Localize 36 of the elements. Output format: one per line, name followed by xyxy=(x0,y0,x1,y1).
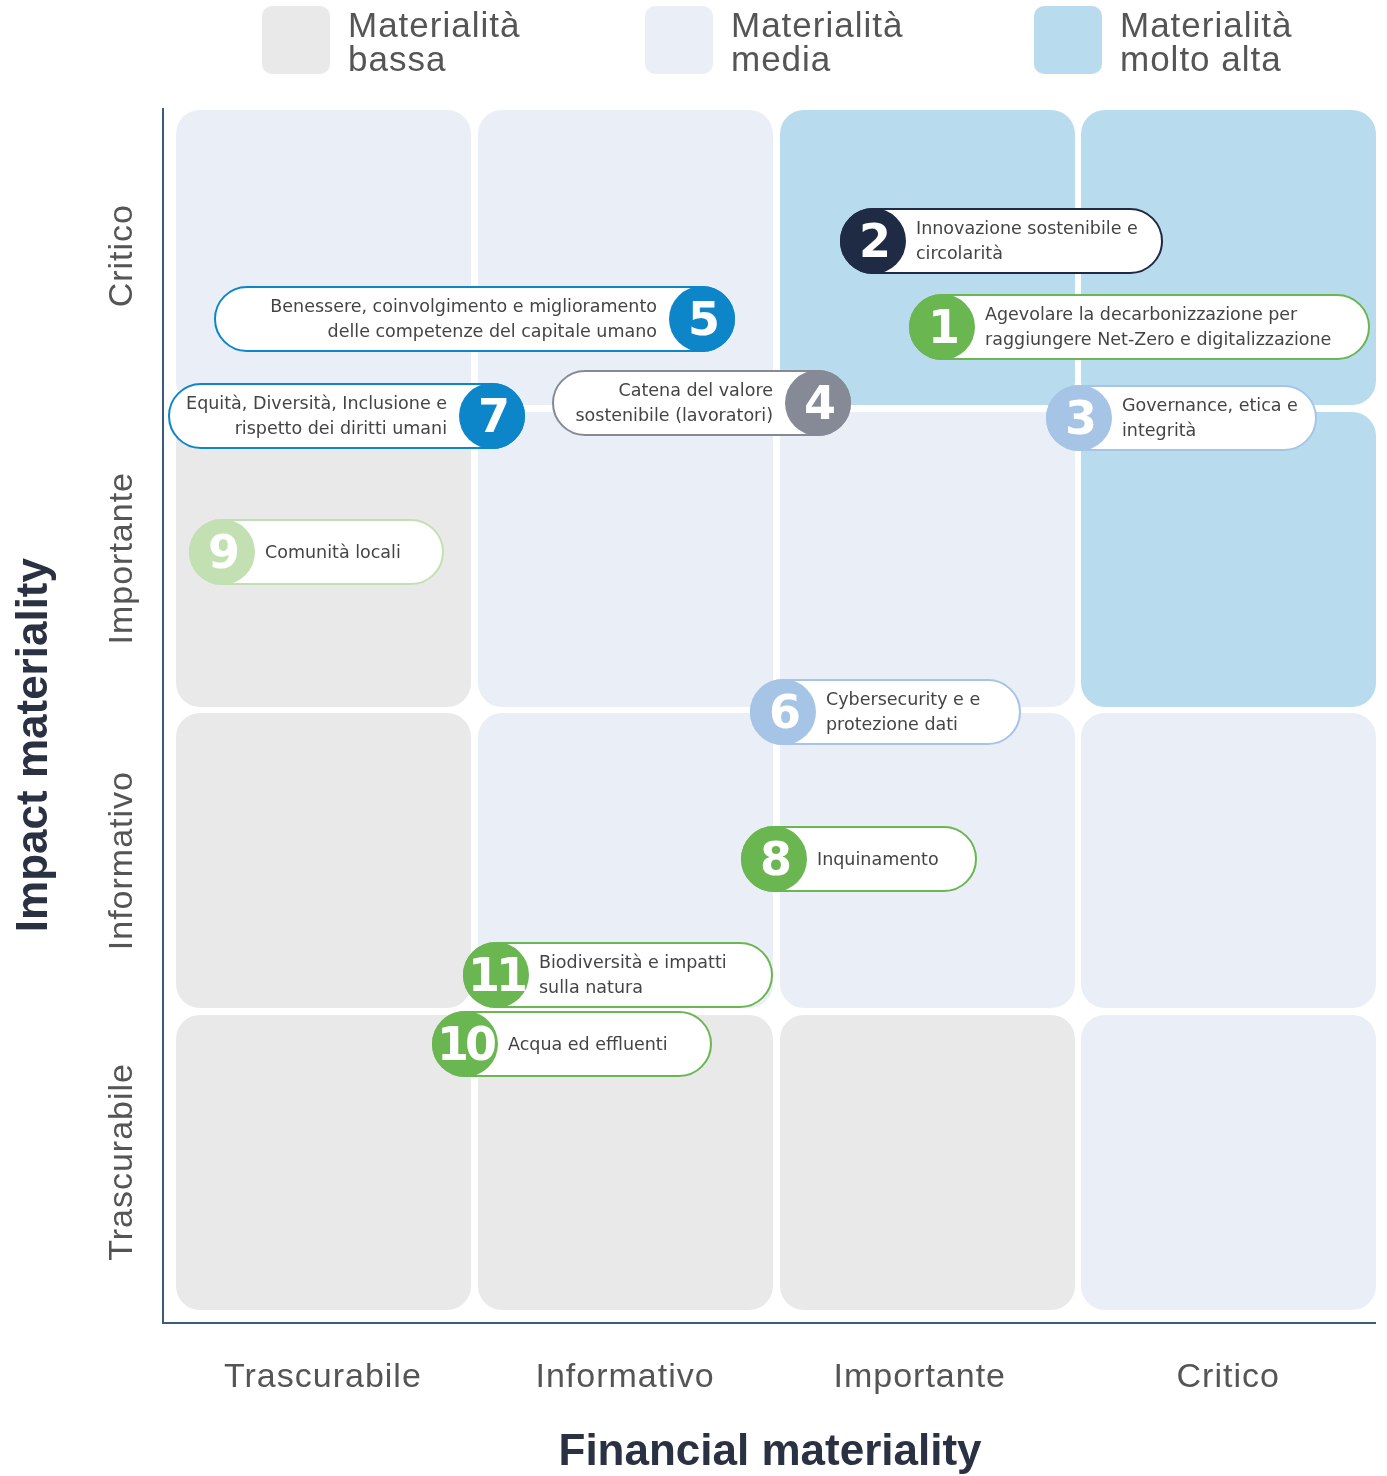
number-badge: 10 xyxy=(432,1011,498,1077)
axis-tick-label: Critico xyxy=(1176,1356,1280,1394)
topic-pill xyxy=(463,942,773,1008)
legend-label: Materialità bassa xyxy=(348,8,522,76)
number-badge: 3 xyxy=(1046,385,1112,451)
topic-label: Acqua ed effluenti xyxy=(508,1032,668,1056)
axis-tick-label: Trascurabile xyxy=(224,1356,422,1394)
number-badge: 6 xyxy=(750,679,816,745)
number-badge: 7 xyxy=(459,383,525,449)
axis-tick-label: Importante xyxy=(833,1356,1007,1394)
topic-label: Governance, etica e integrità xyxy=(1122,394,1299,442)
axis-tick-label: Critico xyxy=(101,203,139,307)
topic-label: Equità, Diversità, Inclusione e rispetto dei diritti umani xyxy=(185,392,447,440)
number-badge: 2 xyxy=(840,208,906,274)
axis-title: Financial materiality xyxy=(558,1426,982,1474)
topic-label: Catena del valore sostenibile (lavoratori) xyxy=(574,379,773,427)
legend-label: Materialità media xyxy=(731,8,905,76)
number-badge: 9 xyxy=(189,519,255,585)
axis-tick-label: Informativo xyxy=(101,770,139,950)
topic-label: Innovazione sostenibile e circolarità xyxy=(916,217,1139,265)
topic-label: Agevolare la decarbonizzazione per raggiungere Net-Zero e digitalizzazione xyxy=(985,303,1333,351)
topic-label: Benessere, coinvolgimento e miglioramento delle competenze del capitale umano xyxy=(269,295,657,343)
number-badge: 5 xyxy=(669,286,735,352)
number-badge: 1 xyxy=(909,294,975,360)
topic-label: Inquinamento xyxy=(817,847,939,871)
legend-label: Materialità molto alta xyxy=(1120,8,1294,76)
number-badge: 8 xyxy=(741,826,807,892)
number-badge: 11 xyxy=(463,942,529,1008)
axis-tick-label: Importante xyxy=(101,471,139,645)
number-badge: 4 xyxy=(785,370,851,436)
topic-label: Cybersecurity e e protezione dati xyxy=(826,688,982,736)
topic-label: Biodiversità e impatti sulla natura xyxy=(539,951,728,999)
axis-tick-label: Trascurabile xyxy=(101,1063,139,1261)
axis-tick-label: Informativo xyxy=(535,1356,715,1394)
axis-title: Impact materiality xyxy=(8,558,56,933)
topic-label: Comunità locali xyxy=(265,540,401,564)
